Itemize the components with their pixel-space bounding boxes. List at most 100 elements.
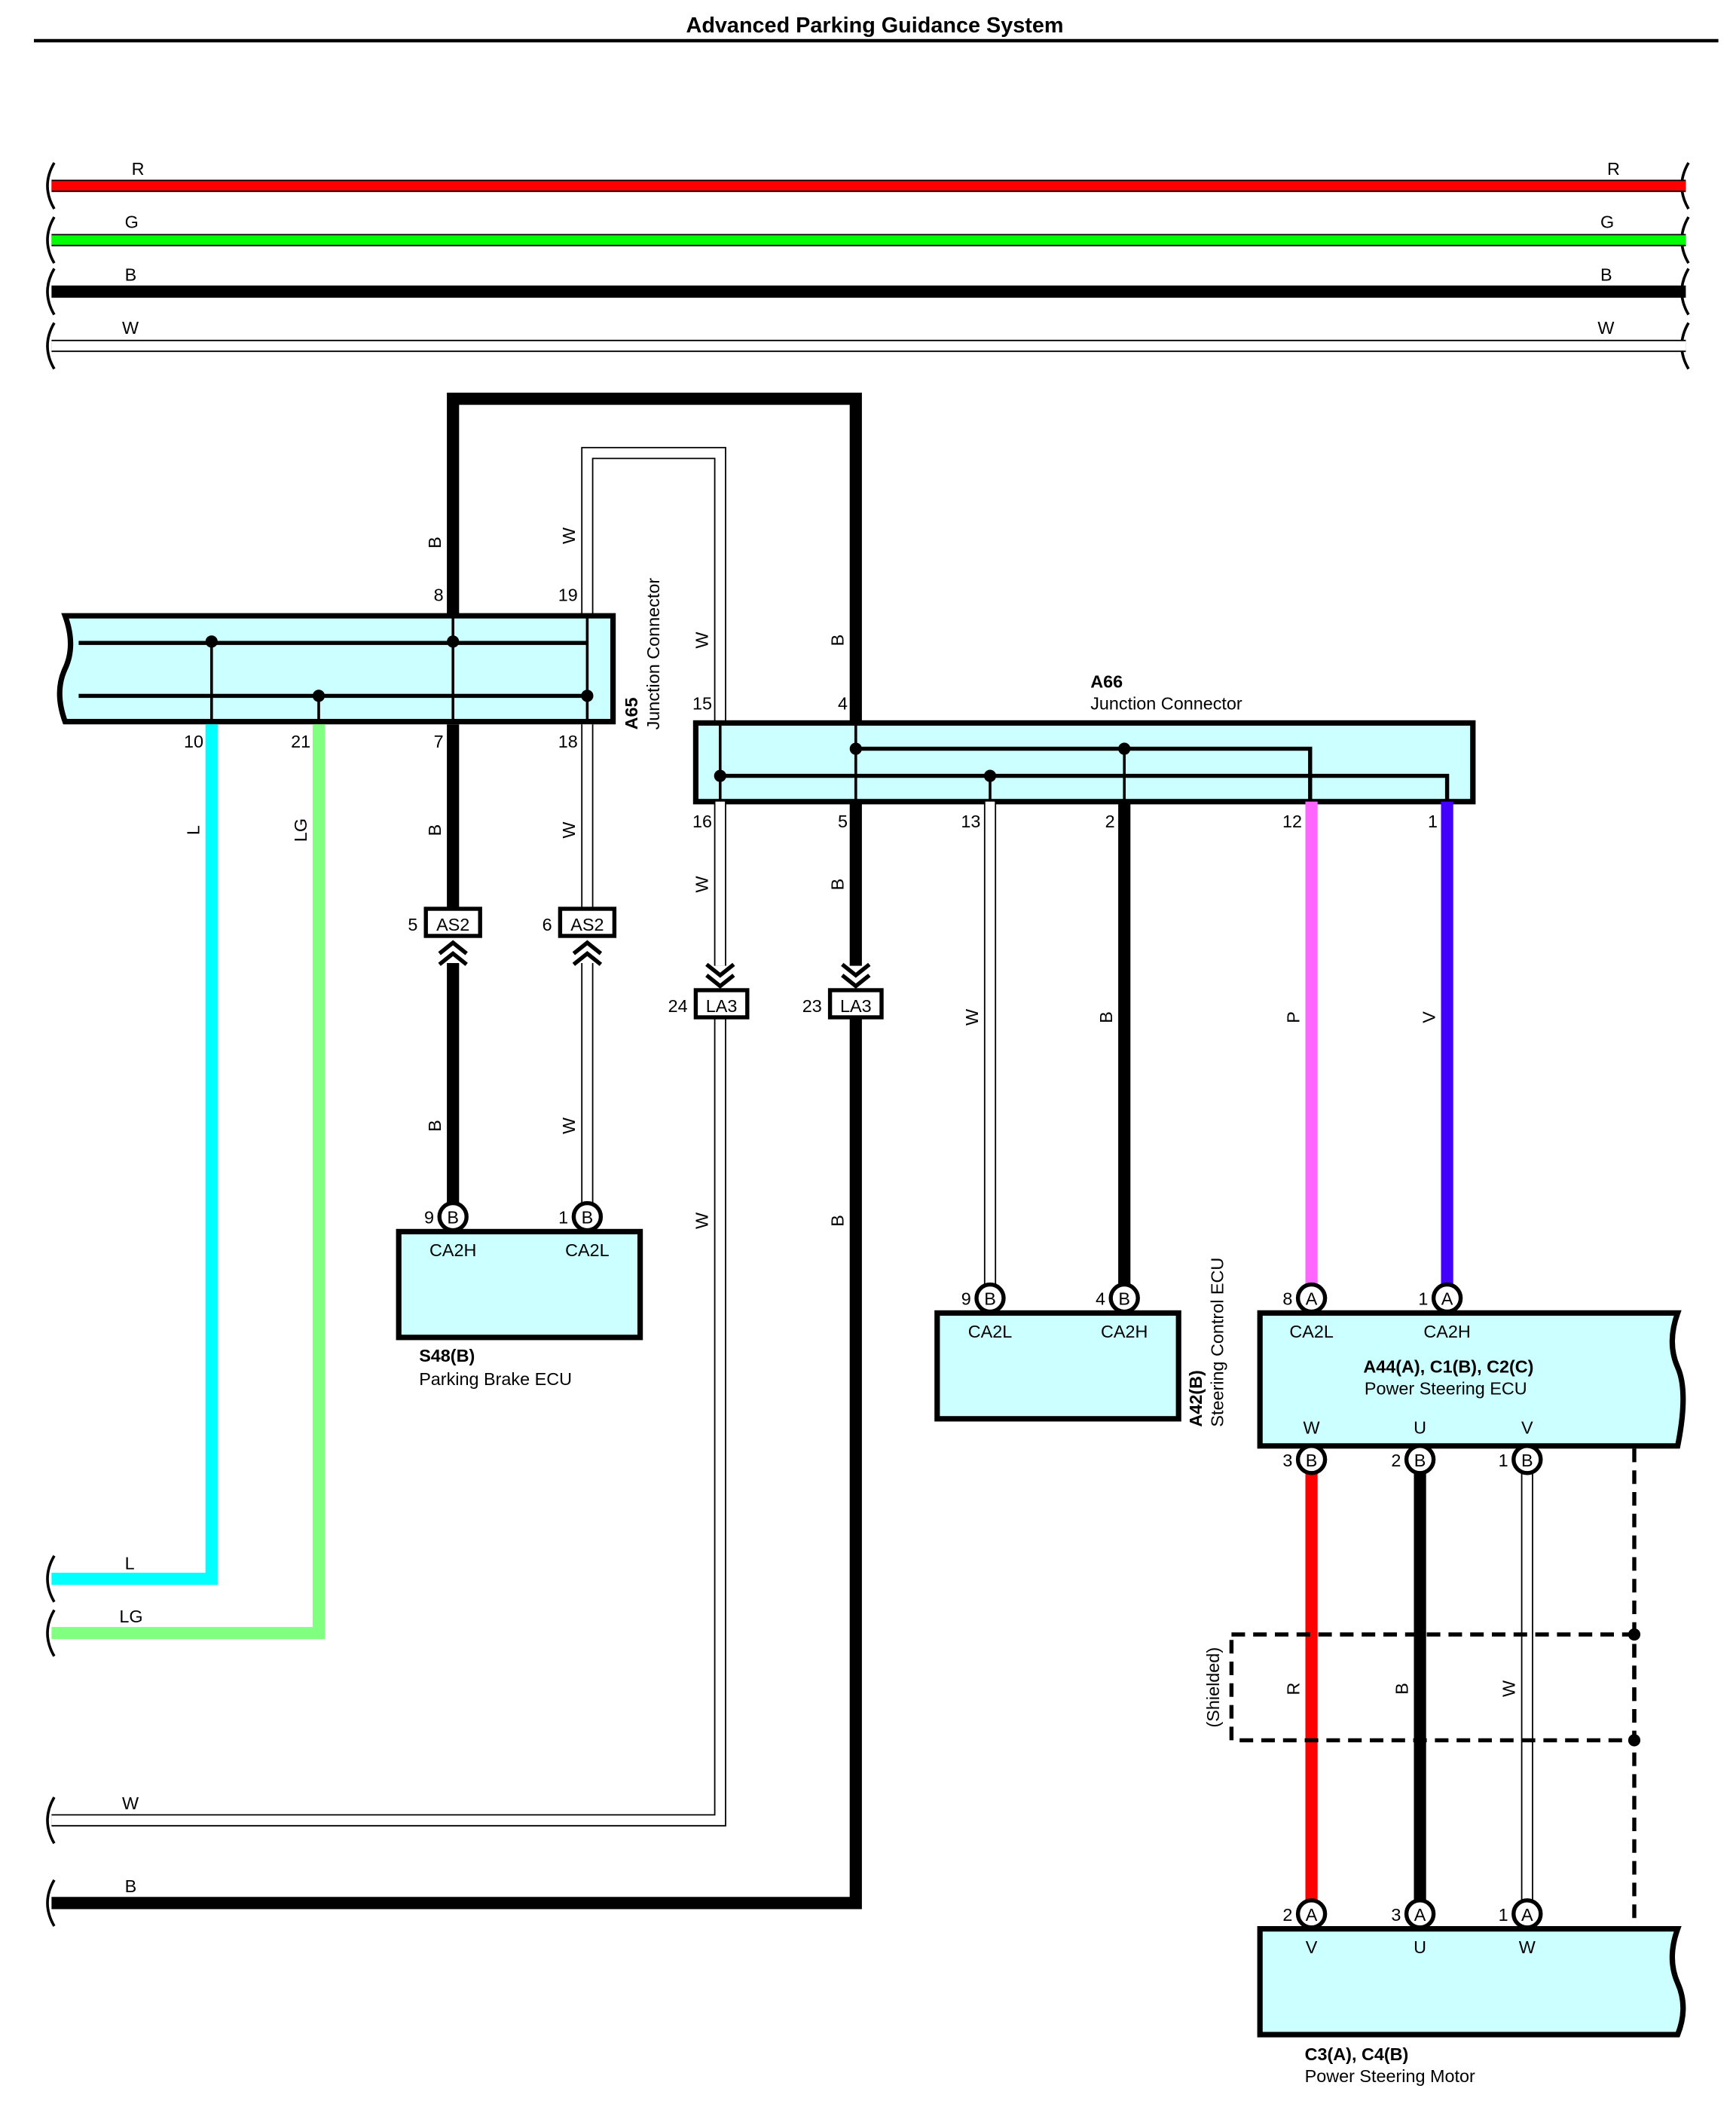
wire-label: B: [828, 634, 848, 647]
c3-code: C3(A), C4(B): [1305, 2044, 1409, 2064]
a66-pin-13: 13: [961, 812, 980, 831]
a66-pin-16: 16: [692, 812, 712, 831]
s48-pin-1-num: 1: [558, 1208, 568, 1228]
wire-label: P: [1283, 1011, 1303, 1023]
a44-terminal-ca2h: CA2H: [1423, 1322, 1470, 1341]
connector-name: LA3: [706, 996, 738, 1016]
c3-pin-2: [1295, 1898, 1328, 1930]
a44-pin-8: [1295, 1282, 1328, 1314]
wire-label: B: [425, 1120, 445, 1132]
wire-b-to-left-bus: [51, 1016, 862, 1910]
a66-pin-2: 2: [1105, 812, 1115, 831]
pin-letter: B: [1521, 1451, 1533, 1470]
connector-pin: 23: [802, 996, 822, 1016]
pin-letter: A: [1306, 1289, 1318, 1309]
bus-break-mark: [46, 1609, 56, 1657]
pin-letter: B: [984, 1289, 996, 1309]
a42-steering-control-ecu-body: [934, 1310, 1181, 1422]
inline-connector-la3-23: LA3 23: [802, 962, 884, 1020]
wire-label: W: [559, 527, 579, 544]
a66-connector-body: [692, 720, 1476, 805]
s48-name: Parking Brake ECU: [419, 1369, 572, 1389]
wire-label: B: [425, 824, 445, 836]
pin-letter: B: [1414, 1451, 1426, 1470]
a65-code: A65: [622, 697, 641, 729]
shielded-label: (Shielded): [1203, 1647, 1223, 1728]
a65-splice-dot: [447, 635, 460, 648]
connector-pin: 6: [542, 915, 552, 934]
s48-terminal-ca2h: CA2H: [429, 1240, 476, 1260]
c3-name: Power Steering Motor: [1305, 2066, 1475, 2086]
top-bus-w: W W: [46, 318, 1690, 370]
a66-pin-1: 1: [1428, 812, 1438, 831]
wire-label: V: [1419, 1011, 1438, 1023]
left-bus-b-label: B: [125, 1876, 137, 1896]
connector-name: LA3: [840, 996, 872, 1016]
page-title: Advanced Parking Guidance System: [686, 14, 1064, 38]
c3-pin-2-num: 2: [1282, 1905, 1292, 1925]
wire-w-to-left-bus: [51, 1016, 726, 1825]
a44-name: Power Steering ECU: [1365, 1378, 1527, 1398]
wire-label: W: [692, 1212, 712, 1229]
s48-terminal-ca2l: CA2L: [565, 1240, 610, 1260]
wire-label: B: [828, 879, 848, 891]
a65-connector-body: [57, 613, 616, 725]
connector-name: AS2: [570, 915, 604, 934]
bus-g-label-right: G: [1600, 212, 1614, 231]
a42-terminal-ca2l: CA2L: [968, 1322, 1013, 1341]
a44-terminal-w: W: [1304, 1418, 1320, 1438]
connector-name: AS2: [436, 915, 469, 934]
a66-name: Junction Connector: [1090, 693, 1242, 713]
top-bus-g: G G: [46, 212, 1690, 264]
a66-internal-bus: [720, 746, 1450, 802]
a44-terminal-v: V: [1521, 1418, 1533, 1438]
a66-pin-5: 5: [838, 812, 848, 831]
wire-label: R: [1283, 1683, 1303, 1696]
wire-label: W: [559, 1118, 579, 1134]
wire-label: B: [425, 537, 445, 549]
bus-w-label-right: W: [1597, 318, 1614, 338]
a44-pin-1-num: 1: [1418, 1289, 1428, 1309]
wire-label: B: [828, 1215, 848, 1227]
wire-label: B: [1392, 1683, 1411, 1695]
bus-b-label-left: B: [125, 265, 137, 285]
a66-splice-dot: [983, 769, 997, 782]
pin-letter: A: [1306, 1905, 1318, 1925]
a44-pin-2-num: 2: [1391, 1451, 1401, 1470]
a65-name: Junction Connector: [643, 578, 663, 730]
a44-code: A44(A), C1(B), C2(C): [1363, 1357, 1533, 1377]
a42-code: A42(B): [1186, 1370, 1206, 1426]
wire-label: W: [1499, 1680, 1519, 1697]
a44-pin-1b-num: 1: [1499, 1451, 1508, 1470]
c3-pin-3: [1404, 1898, 1436, 1930]
bus-g-label-left: G: [125, 212, 139, 231]
s48-pin-9-num: 9: [424, 1208, 434, 1228]
a44-pin-8-num: 8: [1282, 1289, 1292, 1309]
a42-name: Steering Control ECU: [1208, 1258, 1227, 1427]
connector-pin: 5: [408, 915, 417, 934]
a66-splice-dot: [1118, 742, 1131, 755]
a65-pin-10: 10: [184, 732, 203, 751]
wire-w-a65-19-to-a66-15: [582, 448, 726, 725]
c3-terminal-u: U: [1414, 1937, 1426, 1957]
a65-pin-8: 8: [434, 585, 444, 604]
bus-b-label-right: B: [1600, 265, 1612, 285]
left-bus-w-label: W: [122, 1793, 139, 1813]
a65-pin-7: 7: [434, 732, 444, 751]
c3-power-steering-motor-body: [1257, 1926, 1686, 2038]
a44-pin-3: [1295, 1444, 1328, 1475]
shield-splice-dot: [1628, 1734, 1641, 1747]
a42-pin-4: [1108, 1282, 1140, 1314]
bus-r-label-right: R: [1607, 159, 1620, 179]
s48-parking-brake-ecu-body: [396, 1228, 643, 1341]
a66-code: A66: [1090, 672, 1123, 692]
wire-label: W: [692, 876, 712, 893]
wire-label: B: [1096, 1011, 1116, 1023]
a66-splice-dot: [849, 742, 862, 755]
a42-pin-4-num: 4: [1096, 1289, 1105, 1309]
a42-terminal-ca2h: CA2H: [1101, 1322, 1148, 1341]
a44-terminal-u: U: [1414, 1418, 1426, 1438]
a65-splice-dot: [581, 690, 594, 702]
s48-pin-1: [571, 1200, 604, 1233]
c3-pin-3-num: 3: [1391, 1905, 1401, 1925]
